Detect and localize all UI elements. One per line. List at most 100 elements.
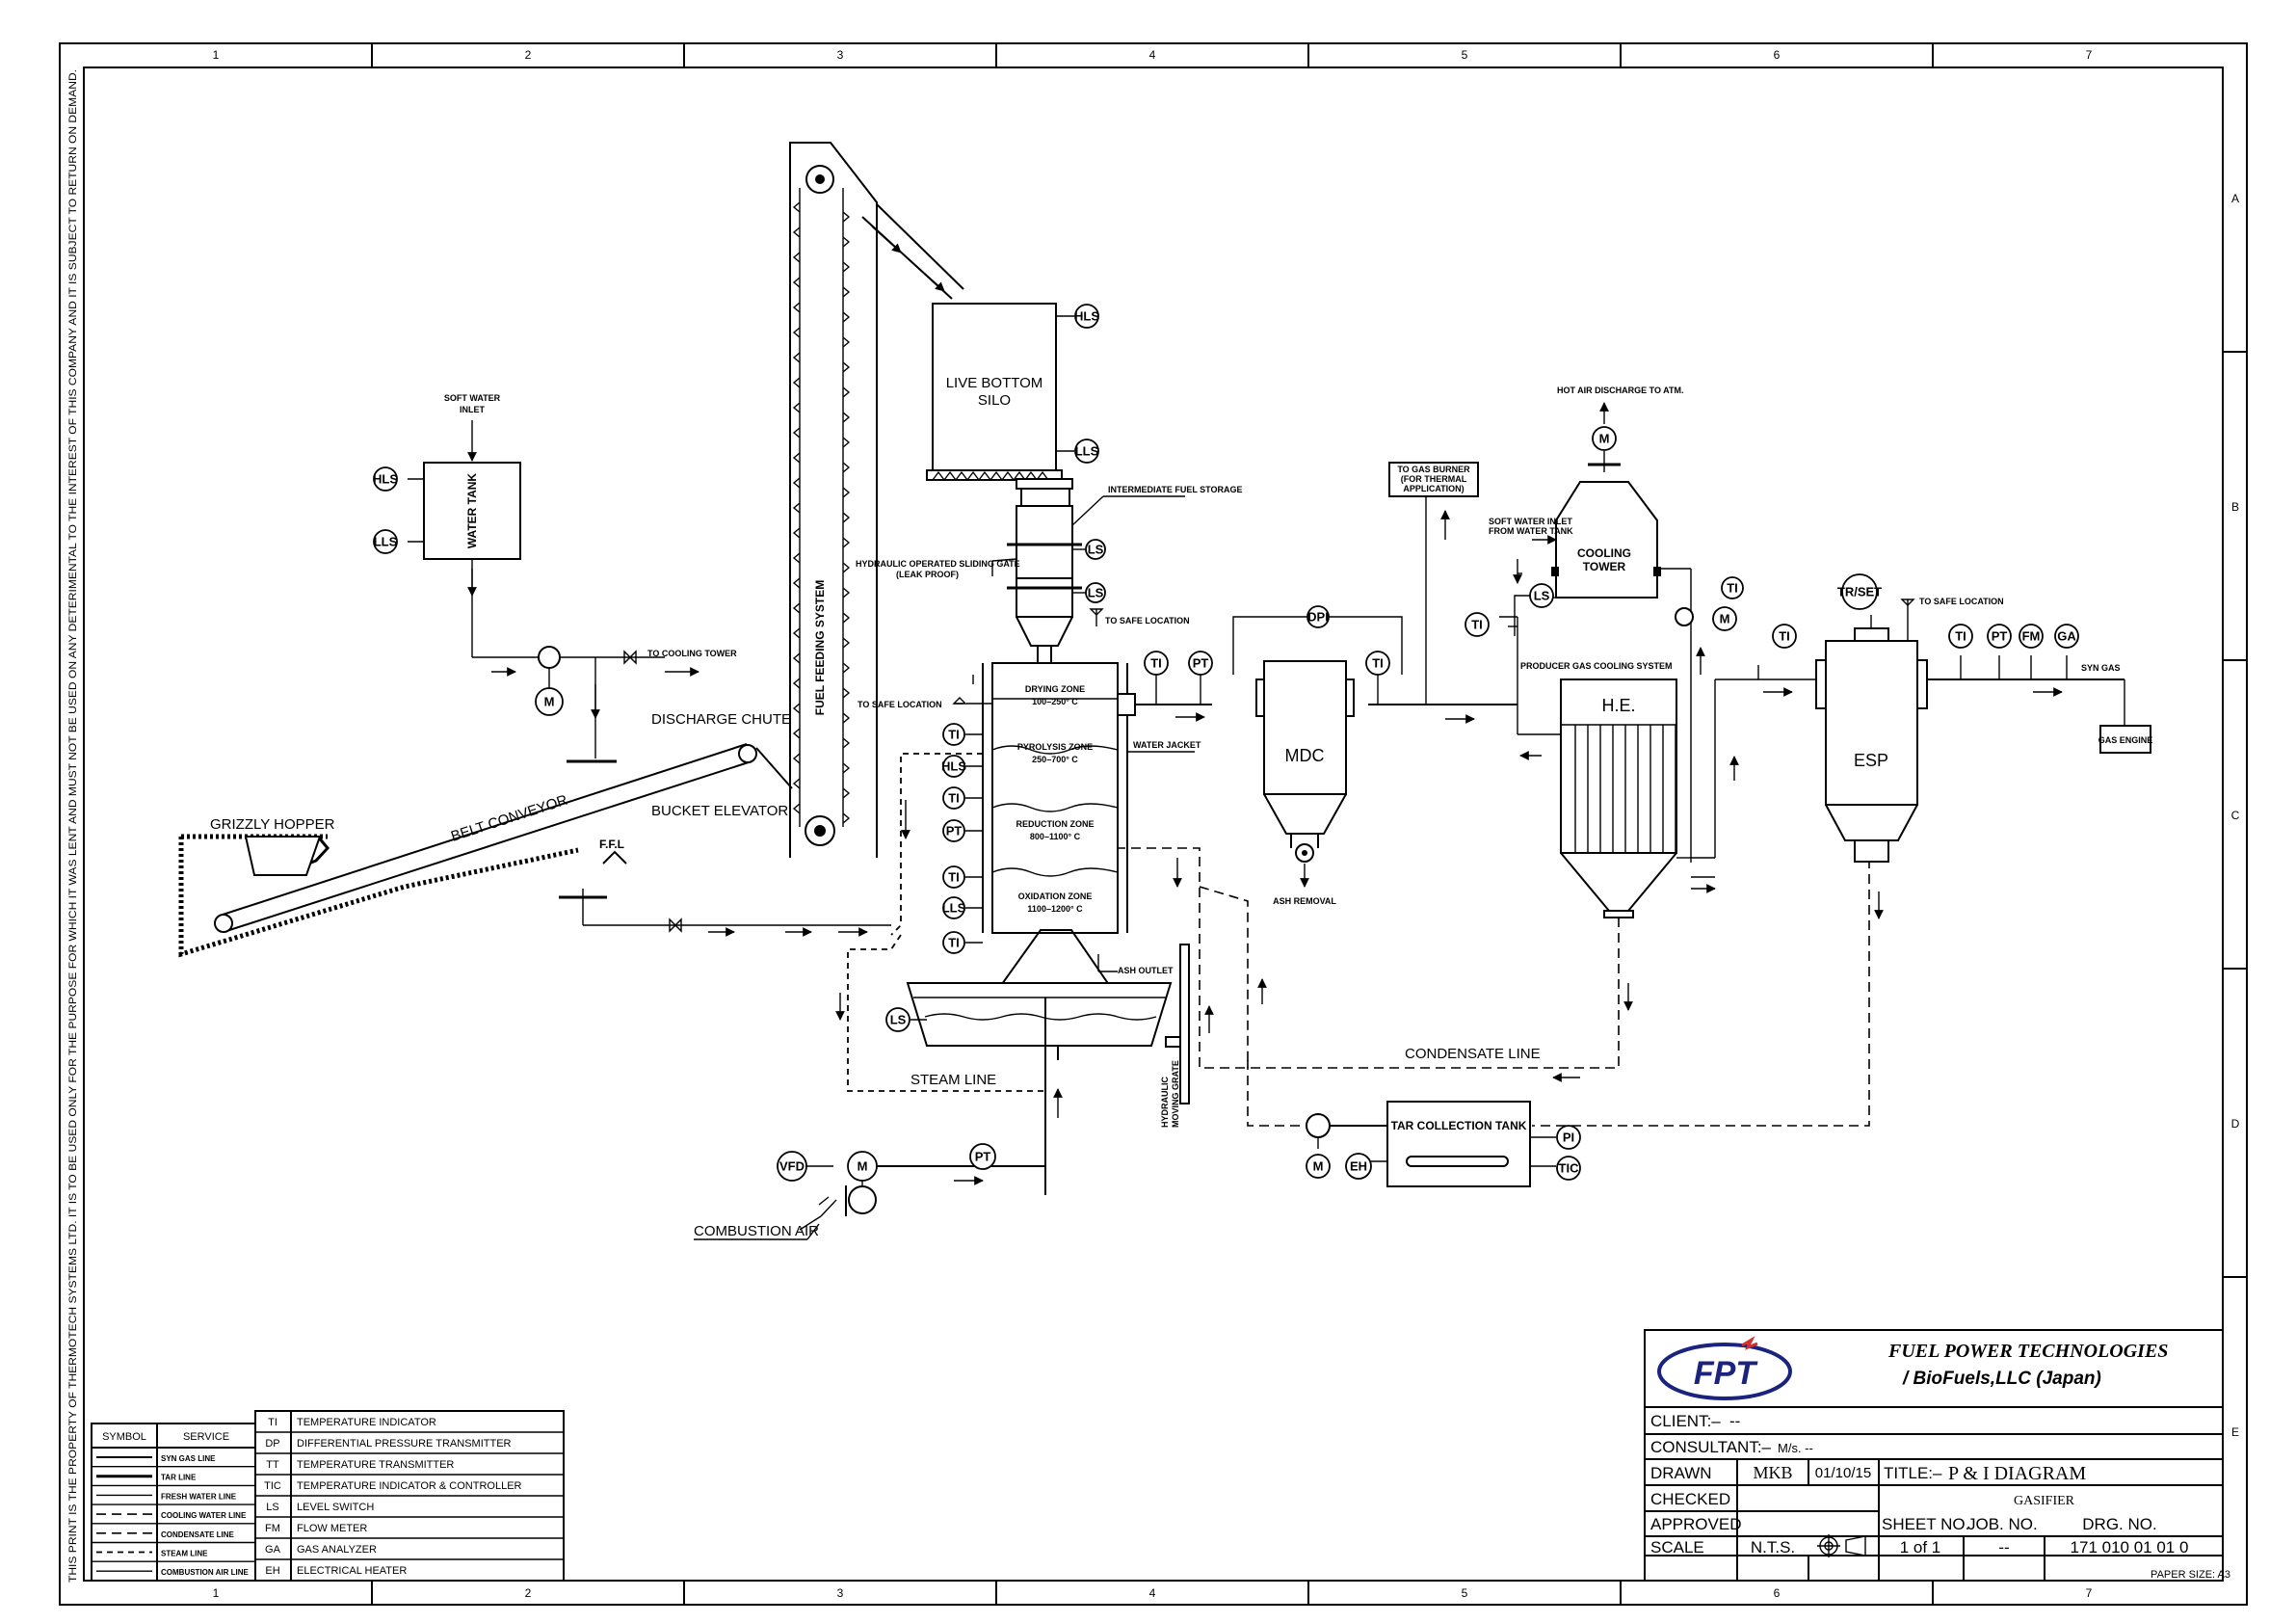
svg-text:HLS: HLS <box>941 759 966 774</box>
svg-text:M: M <box>1313 1159 1324 1174</box>
to-safe-location-label-3: TO SAFE LOCATION <box>1919 597 2004 606</box>
soft-water-inlet-from-tank-1: SOFT WATER INLET <box>1489 517 1572 526</box>
he-outlet-ti: TI <box>1772 624 1797 649</box>
bucket-elevator-label: BUCKET ELEVATOR <box>651 803 788 819</box>
blower-vfd: VFD <box>777 1151 807 1182</box>
svg-text:TR/SET: TR/SET <box>1837 585 1882 599</box>
water-tank <box>423 462 521 560</box>
esp-group: ESP TO SAFE LOCATION SYN GAS GAS ENGINE <box>1815 597 2153 863</box>
svg-text:M: M <box>1599 432 1610 446</box>
row-dividers <box>2223 351 2247 1278</box>
to-safe-location-label-1: TO SAFE LOCATION <box>1105 616 1190 625</box>
cooling-water-ti: TI <box>1721 576 1744 599</box>
gas-outlet-pt: PT <box>1188 651 1213 676</box>
svg-text:M: M <box>858 1159 868 1174</box>
title-value: P & I DIAGRAM <box>1948 1463 2086 1484</box>
gate-ls-instrument-2: LS <box>1085 582 1106 603</box>
gas-engine-label: GAS ENGINE <box>2098 735 2153 745</box>
gasifier-ti-3: TI <box>942 865 965 889</box>
cooling-tower <box>1555 481 1658 599</box>
valve-to-cooling-tower <box>623 650 637 665</box>
sliding-gate-label-2: (LEAK PROOF) <box>896 570 959 579</box>
svg-text:LS: LS <box>1088 586 1104 600</box>
grid-column-label: 1 <box>213 1586 220 1600</box>
drawn-by: MKB <box>1753 1463 1792 1482</box>
grid-row-label: E <box>2231 1425 2239 1439</box>
grid-column-label: 4 <box>1149 48 1156 62</box>
drying-zone-label: DRYING ZONE <box>1025 684 1085 694</box>
tar-tank-pi: PI <box>1556 1125 1581 1150</box>
steam-line-label: STEAM LINE <box>910 1072 996 1088</box>
combustion-air-pt: PT <box>969 1143 996 1170</box>
svg-text:TI: TI <box>1955 629 1966 644</box>
pyrolysis-zone-temp: 250–700° C <box>1032 755 1078 764</box>
combustion-air-blower <box>848 1185 877 1214</box>
svg-text:TI: TI <box>1372 656 1384 671</box>
syngas-fm: FM <box>2019 624 2044 649</box>
svg-text:LLS: LLS <box>1075 444 1099 459</box>
fuel-feeding-system-label: FUEL FEEDING SYSTEM <box>813 580 827 715</box>
reduction-zone-temp: 800–1100° C <box>1030 832 1081 841</box>
grid-column-label: 5 <box>1462 1586 1468 1600</box>
cooling-pump-motor: M <box>1712 606 1737 631</box>
grid-column-label: 3 <box>837 48 844 62</box>
cooling-water-pump <box>1675 607 1694 626</box>
legend-abbr-code: TI <box>268 1417 277 1428</box>
syngas-ti: TI <box>1948 624 1973 649</box>
legend-service-header: SERVICE <box>183 1431 229 1443</box>
scale-value: N.T.S. <box>1751 1538 1795 1556</box>
ash-pit <box>906 982 1173 1047</box>
svg-text:M: M <box>1720 612 1730 626</box>
grid-row-label: D <box>2231 1117 2240 1131</box>
gas-burner-group: TO GAS BURNER (FOR THERMAL APPLICATION) <box>1388 462 1479 497</box>
svg-text:HLS: HLS <box>1074 309 1099 324</box>
consultant-value: M/s. -- <box>1778 1441 1813 1455</box>
syn-gas-label: SYN GAS <box>2081 663 2121 673</box>
grid-column-label: 7 <box>2086 48 2093 62</box>
tail-pulley <box>214 914 233 933</box>
tar-collection-tank-label: TAR COLLECTION TANK <box>1391 1119 1527 1132</box>
legend-service-item: TAR LINE <box>161 1474 197 1482</box>
grid-row-label: A <box>2231 192 2239 205</box>
legend-service-item: COOLING WATER LINE <box>161 1511 247 1520</box>
hls-instrument: HLS <box>373 466 398 492</box>
legend-abbr-meaning: TEMPERATURE INDICATOR & CONTROLLER <box>297 1480 522 1492</box>
gasifier-gas-outlet <box>1117 693 1136 716</box>
approved-label: APPROVED <box>1650 1515 1741 1533</box>
svg-text:PT: PT <box>975 1150 991 1164</box>
scale-label: SCALE <box>1650 1538 1704 1556</box>
gas-burner-label-2: (FOR THERMAL <box>1401 474 1467 484</box>
tar-collection-tank <box>1386 1101 1531 1187</box>
live-bottom-silo-label-2: SILO <box>978 392 1011 409</box>
steam-line-group: STEAM LINE <box>835 753 1045 1092</box>
cooling-tower-ls: LS <box>1529 583 1554 608</box>
cooling-system-group: HOT AIR DISCHARGE TO ATM. COOLING TOWER … <box>1489 386 1826 918</box>
sliding-gate-label-1: HYDRAULIC OPERATED SLIDING GATE <box>856 559 1020 569</box>
silo-hls-instrument: HLS <box>1074 304 1099 329</box>
esp-label: ESP <box>1854 751 1888 770</box>
legend-service-item: STEAM LINE <box>161 1550 208 1558</box>
syngas-ga: GA <box>2054 624 2079 649</box>
svg-text:TIC: TIC <box>1559 1161 1580 1176</box>
svg-text:M: M <box>544 695 555 709</box>
company-name-line1: FUEL POWER TECHNOLOGIES <box>1887 1341 2168 1362</box>
pyrolysis-zone-label: PYROLYSIS ZONE <box>1017 742 1093 752</box>
condensate-line-label: CONDENSATE LINE <box>1405 1046 1541 1062</box>
grid-column-label: 5 <box>1462 48 1468 62</box>
water-pump-motor: M <box>535 687 564 716</box>
svg-text:TI: TI <box>948 870 960 885</box>
heat-exchanger <box>1560 678 1677 854</box>
svg-text:PI: PI <box>1563 1131 1574 1145</box>
to-safe-location-label-2: TO SAFE LOCATION <box>858 700 942 709</box>
grid-column-label: 1 <box>213 48 220 62</box>
combustion-air-label: COMBUSTION AIR <box>694 1223 819 1239</box>
hydraulic-grate-label-2: MOVING GRATE <box>1171 1060 1180 1128</box>
soft-water-inlet-label-1: SOFT WATER <box>444 393 501 403</box>
svg-text:EH: EH <box>1350 1159 1367 1174</box>
margin-note: THIS PRINT IS THE PROPERTY OF THERMOTECH… <box>67 69 79 1583</box>
legend-service-item: SYN GAS LINE <box>161 1454 216 1463</box>
legend-abbr-meaning: GAS ANALYZER <box>297 1544 377 1556</box>
grid-row-label: B <box>2231 500 2239 514</box>
hydraulic-moving-grate <box>1179 944 1190 1104</box>
blower-motor: M <box>847 1151 878 1182</box>
